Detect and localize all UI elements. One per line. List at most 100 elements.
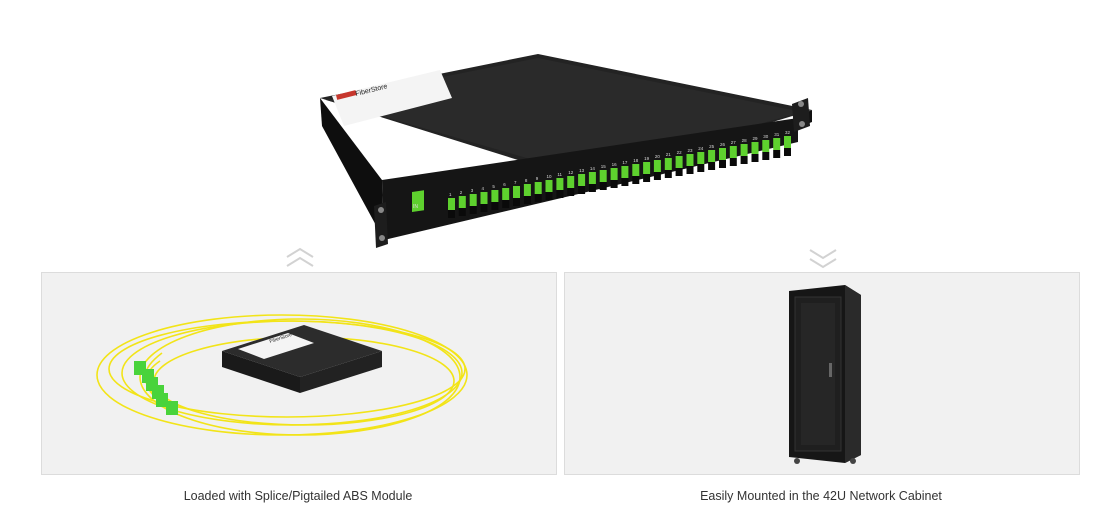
output-port-31 (773, 138, 781, 150)
output-port-26 (719, 148, 726, 160)
output-port-base-13 (578, 186, 586, 194)
output-port-base-32 (784, 148, 791, 156)
output-port-6 (502, 188, 510, 200)
output-port-11 (556, 178, 564, 190)
abs-module-box: FiberStore (222, 325, 382, 393)
output-port-base-10 (545, 192, 553, 200)
port-number-4: 4 (482, 186, 485, 191)
port-number-2: 2 (460, 190, 463, 195)
output-port-base-8 (523, 196, 531, 204)
output-port-17 (621, 166, 629, 178)
output-port-20 (653, 160, 661, 172)
port-number-29: 29 (753, 136, 759, 141)
port-number-3: 3 (471, 188, 474, 193)
product-label (332, 70, 452, 126)
port-number-15: 15 (601, 164, 607, 169)
output-port-23 (686, 154, 694, 166)
port-number-25: 25 (709, 144, 715, 149)
output-port-32 (784, 136, 791, 148)
output-port-3 (469, 194, 477, 206)
output-port-15 (599, 170, 607, 182)
output-port-29 (751, 142, 759, 154)
output-port-30 (762, 140, 770, 152)
network-cabinet (789, 285, 861, 464)
port-number-30: 30 (763, 134, 769, 139)
output-port-9 (534, 182, 542, 194)
port-number-20: 20 (655, 154, 661, 159)
port-number-18: 18 (633, 158, 639, 163)
port-number-21: 21 (666, 152, 672, 157)
chevron-up-double-icon (285, 247, 315, 269)
port-number-7: 7 (514, 180, 517, 185)
output-port-base-31 (773, 150, 781, 158)
port-number-26: 26 (720, 142, 726, 147)
output-port-14 (588, 172, 596, 184)
rack-ear-right (792, 98, 810, 132)
output-port-base-22 (675, 168, 683, 176)
port-number-8: 8 (525, 178, 528, 183)
caption-abs-module: Loaded with Splice/Pigtailed ABS Module (183, 489, 413, 503)
output-port-16 (610, 168, 618, 180)
output-port-base-29 (751, 154, 759, 162)
output-port-base-9 (534, 194, 542, 202)
output-port-7 (513, 186, 520, 198)
output-port-21 (664, 158, 672, 170)
port-number-12: 12 (568, 170, 574, 175)
output-port-12 (567, 176, 575, 188)
output-port-10 (545, 180, 553, 192)
output-port-base-2 (458, 208, 466, 216)
network-cabinet-panel (564, 272, 1080, 475)
output-port-base-3 (469, 206, 477, 214)
port-number-27: 27 (731, 140, 737, 145)
output-port-base-28 (740, 156, 748, 164)
output-port-base-19 (643, 174, 651, 182)
port-number-14: 14 (590, 166, 596, 171)
input-port (412, 190, 424, 212)
port-number-31: 31 (774, 132, 780, 137)
output-port-base-25 (708, 162, 716, 170)
output-port-base-16 (610, 180, 618, 188)
output-port-base-23 (686, 166, 694, 174)
output-port-8 (523, 184, 531, 196)
port-number-24: 24 (698, 146, 704, 151)
output-port-base-27 (729, 158, 737, 166)
port-number-16: 16 (612, 162, 618, 167)
output-port-base-24 (697, 164, 705, 172)
output-port-5 (491, 190, 499, 202)
output-port-13 (578, 174, 586, 186)
output-port-base-5 (491, 202, 499, 210)
output-port-4 (480, 192, 488, 204)
output-port-27 (729, 146, 737, 158)
output-port-base-21 (664, 170, 672, 178)
output-port-base-6 (502, 200, 510, 208)
output-port-base-11 (556, 190, 564, 198)
output-port-base-1 (448, 210, 455, 218)
output-port-base-4 (480, 204, 488, 212)
sc-connectors (134, 361, 178, 415)
port-number-10: 10 (547, 174, 553, 179)
caption-network-cabinet: Easily Mounted in the 42U Network Cabine… (700, 489, 942, 503)
output-port-base-26 (719, 160, 726, 168)
port-number-19: 19 (644, 156, 650, 161)
abs-module-panel: FiberStore (41, 272, 557, 475)
port-number-6: 6 (503, 182, 506, 187)
output-port-2 (458, 196, 466, 208)
output-port-base-18 (632, 176, 640, 184)
output-port-18 (632, 164, 640, 176)
module-label (238, 333, 314, 359)
output-port-1 (448, 198, 455, 210)
port-number-22: 22 (677, 150, 683, 155)
chevron-down-double-icon (808, 247, 838, 269)
output-port-22 (675, 156, 683, 168)
output-port-28 (740, 144, 748, 156)
port-number-17: 17 (622, 160, 628, 165)
port-number-5: 5 (492, 184, 495, 189)
port-number-9: 9 (536, 176, 539, 181)
output-port-base-7 (513, 198, 520, 206)
port-number-28: 28 (742, 138, 748, 143)
output-port-24 (697, 152, 705, 164)
output-port-19 (643, 162, 651, 174)
output-port-base-17 (621, 178, 629, 186)
port-number-32: 32 (785, 130, 791, 135)
